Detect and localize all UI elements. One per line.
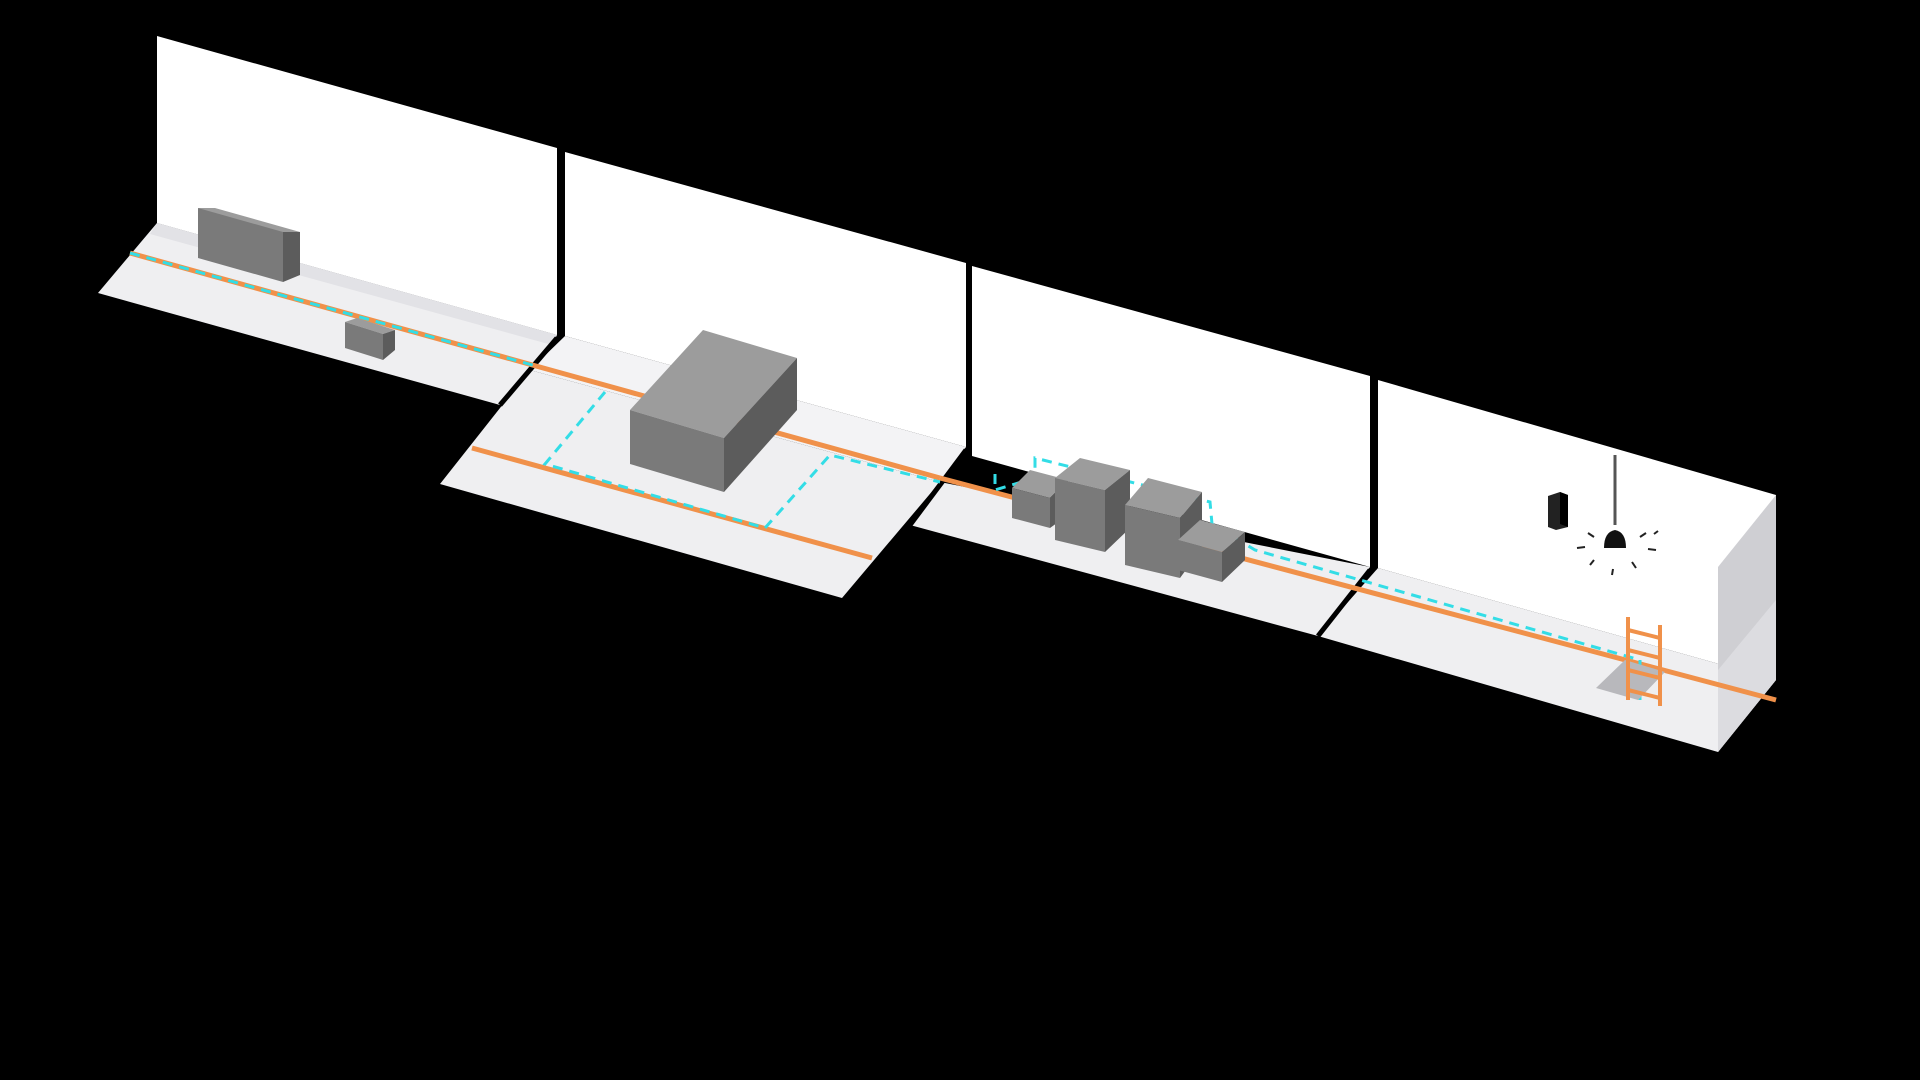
room-2-wall [565, 152, 966, 447]
cyan-path-1 [129, 251, 537, 368]
room-4-props [1548, 455, 1665, 706]
orange-path-2 [471, 445, 873, 561]
stepped-block-right [1178, 520, 1245, 582]
room-1-wall [157, 36, 557, 335]
cyan-path-stepped [993, 456, 1642, 700]
room-3-blocks [1012, 458, 1245, 582]
wall-sign-icon [1548, 492, 1568, 530]
room-1-floor [98, 223, 557, 405]
divider-2-floor [907, 448, 969, 527]
divider-3-floor [1316, 568, 1372, 638]
room-1-blocks [198, 208, 395, 360]
room-3-wall [972, 266, 1370, 567]
room-2-blocks [630, 330, 797, 492]
ladder-icon [1626, 617, 1662, 706]
divider-1-floor [498, 336, 559, 407]
low-wide-block [198, 208, 300, 282]
small-block [345, 318, 395, 360]
hanging-lamp-icon [1576, 455, 1659, 576]
floor-hatch-icon [1596, 660, 1665, 700]
room-4-wall [1378, 380, 1776, 680]
room-4-end-wall-shade [1718, 600, 1776, 752]
stepped-block-tall-left [1055, 458, 1130, 552]
large-block [630, 330, 797, 492]
room-dividers [498, 148, 1377, 638]
